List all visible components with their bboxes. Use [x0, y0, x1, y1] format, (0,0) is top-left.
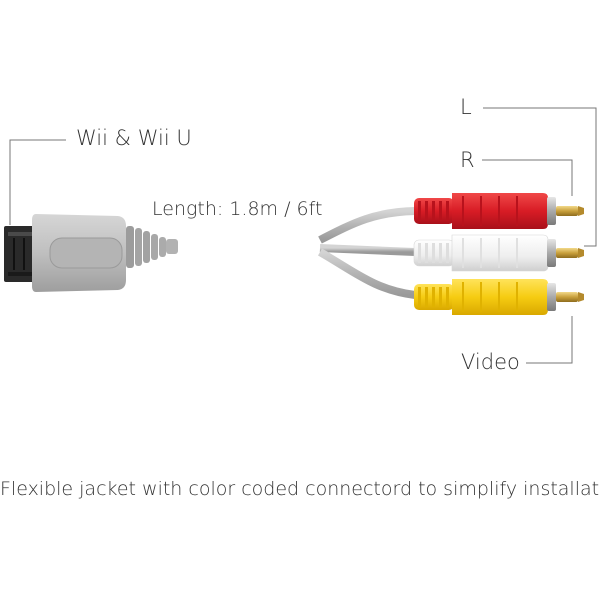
white-ring [547, 239, 556, 267]
length-label: Length: 1.8m / 6ft [152, 198, 323, 220]
left-audio-label: L [460, 95, 472, 119]
product-caption: Flexible jacket with color coded connect… [0, 480, 600, 499]
cable-light-glint [251, 232, 265, 260]
yellow-ring [547, 283, 556, 311]
cable-strand-white [319, 244, 416, 256]
video-label: Video [461, 350, 520, 374]
cable-strand-red [318, 207, 416, 244]
leader-line-l [483, 107, 597, 247]
leader-line-r [482, 159, 573, 196]
red-ring [547, 197, 556, 225]
strain-relief [126, 226, 178, 268]
white-pin [556, 248, 578, 258]
red-pin [556, 206, 578, 216]
wii-connector [4, 214, 178, 292]
leader-lines [9, 107, 597, 364]
right-audio-label: R [460, 148, 475, 172]
console-label: Wii & Wii U [76, 126, 192, 150]
plug-tip [4, 226, 38, 282]
leader-line-console [9, 139, 66, 225]
yellow-pin [556, 292, 578, 302]
connector-grip-ridge [49, 237, 123, 269]
rca-plug-white [413, 234, 584, 272]
av-cable [175, 207, 416, 299]
rca-plug-red [414, 193, 584, 229]
rca-plug-yellow [414, 279, 584, 315]
leader-line-video [526, 316, 573, 364]
cable-strand-yellow [318, 248, 416, 299]
